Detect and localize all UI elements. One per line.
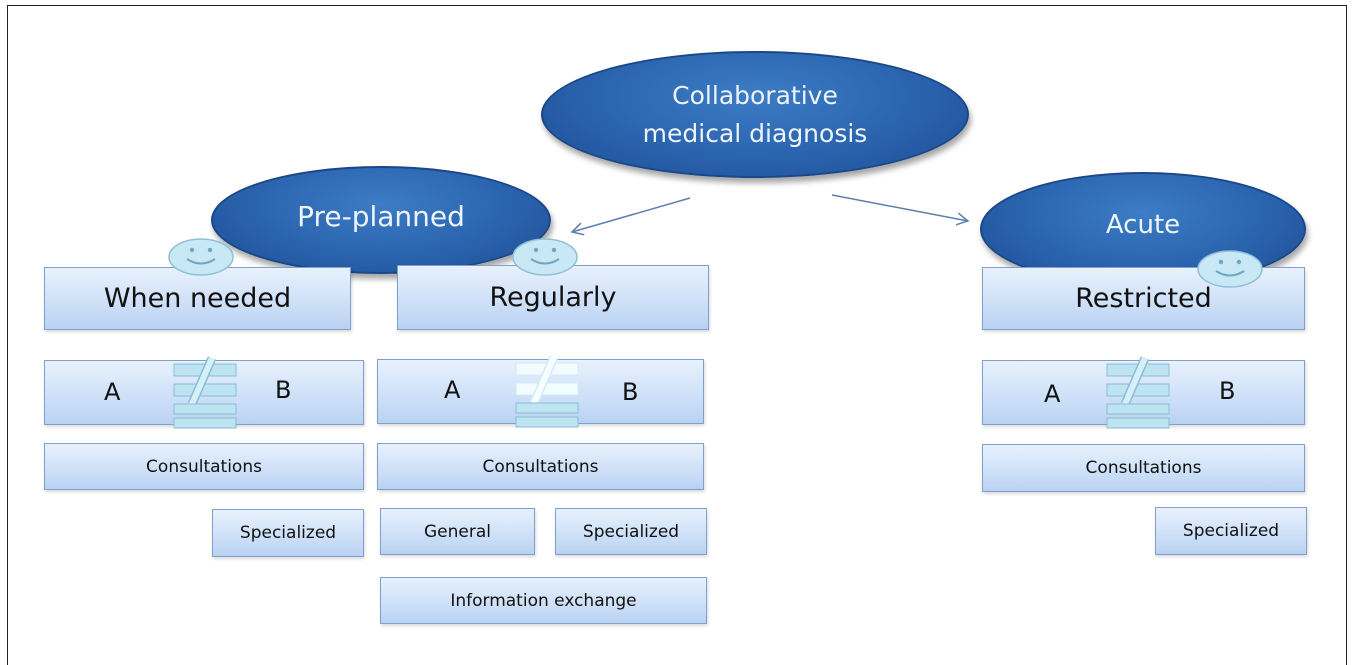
restricted-specialized-label: Specialized: [1182, 521, 1280, 541]
regularly-specialized: Specialized: [555, 508, 707, 555]
regularly-b-label: B: [622, 378, 639, 406]
when-needed-specialized: Specialized: [212, 509, 364, 557]
when-needed-label: When needed: [103, 283, 292, 314]
when-needed-specialized-label: Specialized: [239, 523, 337, 543]
not-equal-icon: [1106, 356, 1170, 429]
root-node-label: Collaborative medical diagnosis: [642, 80, 868, 148]
restricted-consultations: Consultations: [982, 444, 1305, 492]
preplanned-node-label: Pre-planned: [297, 199, 465, 233]
regularly-general-label: General: [424, 521, 491, 542]
not-equal-icon: [515, 355, 579, 428]
smiley-icon: [1197, 250, 1263, 288]
restricted-a-label: A: [1044, 380, 1061, 408]
regularly-header: Regularly: [397, 265, 709, 330]
arrow-to-acute-icon: [831, 194, 970, 226]
root-node: Collaborative medical diagnosis: [541, 51, 969, 178]
when-needed-consultations: Consultations: [44, 443, 364, 490]
acute-node-label: Acute: [1105, 210, 1181, 240]
regularly-specialized-label: Specialized: [582, 521, 680, 542]
restricted-b-label: B: [1219, 377, 1236, 405]
restricted-specialized: Specialized: [1155, 507, 1307, 555]
not-equal-icon: [173, 356, 237, 429]
smiley-icon: [168, 238, 234, 276]
regularly-label: Regularly: [489, 282, 617, 313]
when-needed-b-label: B: [275, 376, 292, 404]
smiley-icon: [512, 238, 578, 276]
when-needed-a-label: A: [104, 378, 121, 406]
regularly-information-exchange-label: Information exchange: [450, 590, 637, 611]
regularly-information-exchange: Information exchange: [380, 577, 707, 624]
regularly-a-label: A: [444, 376, 461, 404]
restricted-consultations-label: Consultations: [1085, 458, 1202, 478]
restricted-label: Restricted: [1075, 283, 1212, 314]
regularly-general: General: [380, 508, 535, 555]
diagram-frame: [7, 5, 1347, 665]
arrow-to-preplanned-icon: [570, 197, 691, 236]
restricted-header: Restricted: [982, 267, 1305, 330]
preplanned-node: Pre-planned: [211, 166, 551, 274]
when-needed-consultations-label: Consultations: [146, 456, 262, 477]
regularly-consultations: Consultations: [377, 443, 704, 490]
regularly-consultations-label: Consultations: [482, 456, 599, 477]
